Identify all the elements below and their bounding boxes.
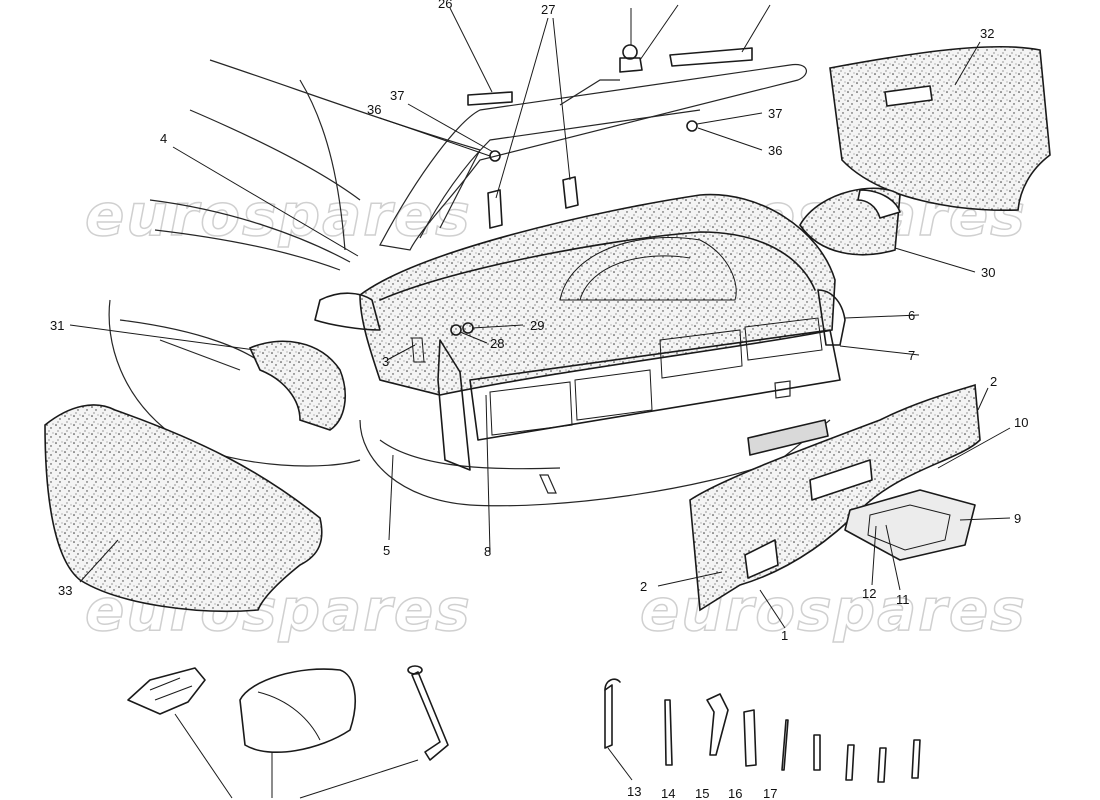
leader-lines (69, 4, 1011, 799)
callout-29: 29 (530, 318, 544, 333)
callout-2-upper: 2 (990, 374, 997, 389)
wheel-brace (411, 671, 449, 761)
tool-17 (781, 719, 789, 771)
callout-1: 1 (781, 628, 788, 643)
tool-13 (604, 684, 613, 749)
callout-36-left: 36 (367, 102, 381, 117)
callout-15: 15 (695, 786, 709, 800)
callout-37-right: 37 (768, 106, 782, 121)
watermark-bottom-left: eurospares (85, 576, 472, 644)
callout-32: 32 (980, 26, 994, 41)
callout-4: 4 (160, 131, 167, 146)
spanner-a (877, 747, 887, 783)
callout-3: 3 (382, 354, 389, 369)
tool-16 (743, 709, 757, 767)
tool-bag (239, 668, 356, 753)
callout-17: 17 (763, 786, 777, 800)
tool-19 (845, 744, 855, 781)
tool-kit (127, 665, 921, 783)
callout-6: 6 (908, 308, 915, 323)
callout-14: 14 (661, 786, 675, 800)
callout-2-lower: 2 (640, 579, 647, 594)
panel-32 (829, 45, 1051, 212)
tool-18 (813, 734, 821, 771)
callout-8: 8 (484, 544, 491, 559)
callout-labels: 26 27 37 36 37 36 32 4 30 31 6 7 29 28 3… (50, 0, 1028, 800)
callout-31: 31 (50, 318, 64, 333)
callout-11: 11 (896, 592, 910, 607)
callout-12: 12 (862, 586, 876, 601)
callout-30: 30 (981, 265, 995, 280)
car-body-outline (108, 44, 846, 507)
panel-31 (248, 340, 346, 431)
callout-28: 28 (490, 336, 504, 351)
callout-16: 16 (728, 786, 742, 800)
jack-34 (127, 667, 206, 715)
callout-37-left: 37 (390, 88, 404, 103)
callout-5: 5 (383, 543, 390, 558)
tool-14 (664, 699, 673, 766)
loose-panels (44, 45, 1051, 613)
panel-33 (44, 404, 323, 613)
callout-9: 9 (1014, 511, 1021, 526)
callout-10: 10 (1014, 415, 1028, 430)
spanner-b (911, 739, 921, 779)
callout-27: 27 (541, 2, 555, 17)
callout-7: 7 (908, 348, 915, 363)
callout-33: 33 (58, 583, 72, 598)
tool-15 (706, 693, 729, 756)
callout-26: 26 (438, 0, 452, 11)
watermark-top-left: eurospares (85, 181, 472, 249)
callout-13: 13 (627, 784, 641, 799)
callout-36-right: 36 (768, 143, 782, 158)
